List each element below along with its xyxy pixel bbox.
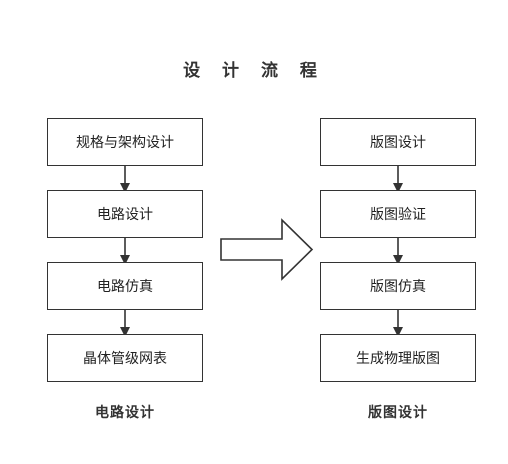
step-transistor-netlist: 晶体管级网表 — [47, 334, 203, 382]
transition-block-arrow — [220, 218, 314, 281]
step-spec-architecture-design: 规格与架构设计 — [47, 118, 203, 166]
step-layout-verification: 版图验证 — [320, 190, 476, 238]
step-circuit-design: 电路设计 — [47, 190, 203, 238]
left-column-caption: 电路设计 — [95, 405, 155, 421]
right-column-caption: 版图设计 — [368, 405, 428, 421]
step-layout-design: 版图设计 — [320, 118, 476, 166]
step-layout-simulation: 版图仿真 — [320, 262, 476, 310]
step-circuit-simulation: 电路仿真 — [47, 262, 203, 310]
step-generate-physical-layout: 生成物理版图 — [320, 334, 476, 382]
diagram-title: 设 计 流 程 — [183, 61, 325, 81]
